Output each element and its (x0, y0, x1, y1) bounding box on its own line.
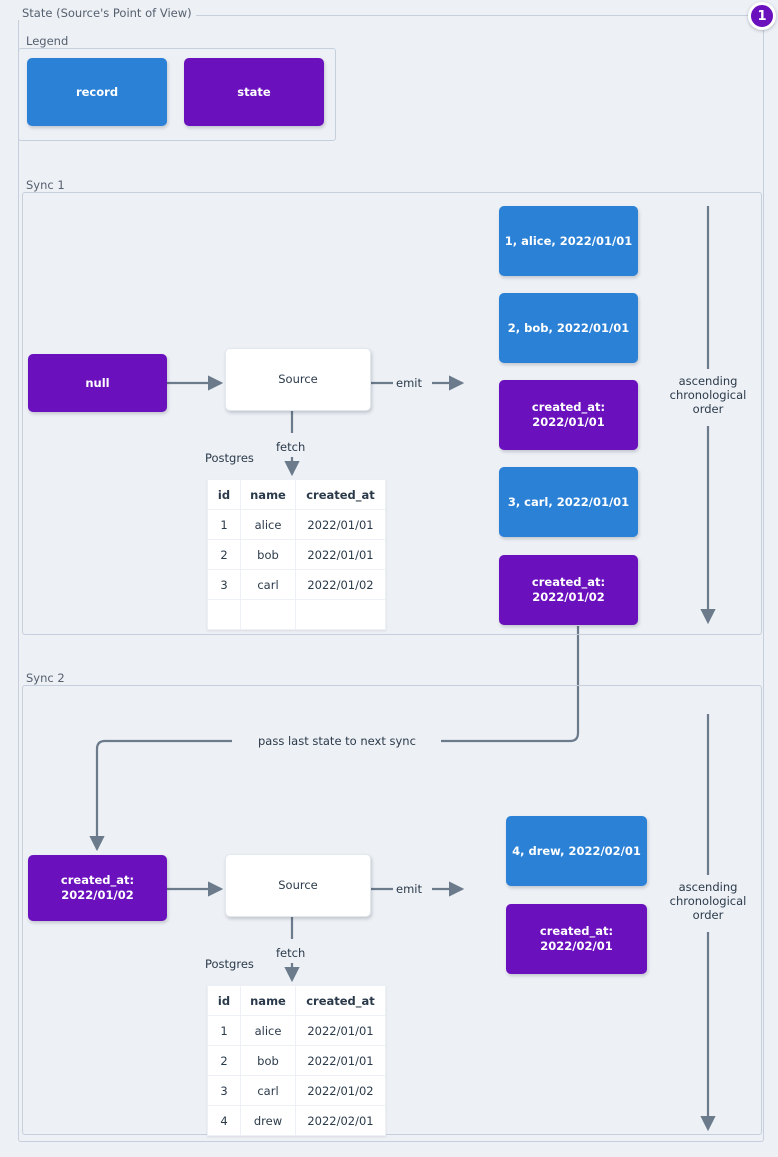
sync1-label: Sync 1 (22, 178, 69, 192)
sync1-emitted-state-1: created_at: 2022/01/01 (499, 380, 638, 450)
table-row (207, 599, 386, 630)
cell-name: alice (240, 509, 296, 540)
sync2-order-label: ascending chronological order (669, 880, 747, 922)
cell-created-at: 2022/01/02 (295, 569, 386, 600)
sync1-emitted-state-1-line2: 2022/01/01 (532, 415, 605, 429)
sync2-source-node: Source (225, 854, 371, 917)
table-row: 3 carl 2022/01/02 (207, 1075, 386, 1106)
step-badge: 1 (748, 2, 776, 30)
cell-id: 1 (207, 509, 241, 540)
table-row: 1 alice 2022/01/01 (207, 1015, 386, 1046)
cell-id: 3 (207, 569, 241, 600)
sync1-emitted-record-1: 1, alice, 2022/01/01 (499, 206, 638, 276)
legend-item-record-label: record (75, 84, 119, 99)
sync2-emit-label: emit (396, 882, 422, 896)
cell-created-at: 2022/01/01 (295, 1015, 386, 1046)
sync1-col-id: id (207, 479, 241, 510)
cell-name: drew (240, 1105, 296, 1136)
sync1-emitted-record-2: 2, bob, 2022/01/01 (499, 293, 638, 363)
page-title: State (Source's Point of View) (18, 6, 196, 20)
cell-created-at: 2022/01/02 (295, 1075, 386, 1106)
sync1-fetch-label: fetch (276, 440, 306, 454)
sync1-db-label: Postgres (205, 451, 254, 465)
sync1-frame (22, 192, 762, 635)
state-diagram-frame (18, 15, 764, 1142)
cell-name: bob (240, 539, 296, 570)
pass-state-label: pass last state to next sync (258, 734, 416, 748)
cell-id: 2 (207, 1045, 241, 1076)
sync1-emitted-state-2-line1: created_at: (531, 575, 606, 589)
sync2-input-state-line1: created_at: (60, 873, 135, 887)
sync1-col-created-at: created_at (295, 479, 386, 510)
table-row: 2 bob 2022/01/01 (207, 539, 386, 570)
cell-created-at: 2022/01/01 (295, 509, 386, 540)
sync1-emitted-record-3: 3, carl, 2022/01/01 (499, 467, 638, 537)
sync2-fetch-label: fetch (276, 946, 306, 960)
sync1-emitted-record-2-label: 2, bob, 2022/01/01 (507, 320, 630, 335)
sync1-emitted-record-3-label: 3, carl, 2022/01/01 (507, 494, 630, 509)
sync2-col-id: id (207, 985, 241, 1016)
table-row: 1 alice 2022/01/01 (207, 509, 386, 540)
sync1-input-state-label: null (85, 375, 110, 390)
sync1-emitted-state-2: created_at: 2022/01/02 (499, 555, 638, 625)
cell-id (207, 599, 241, 630)
cell-name: bob (240, 1045, 296, 1076)
sync1-postgres-table: id name created_at 1 alice 2022/01/01 2 … (207, 479, 386, 630)
cell-id: 2 (207, 539, 241, 570)
sync1-source-label: Source (278, 372, 318, 386)
sync2-source-label: Source (278, 878, 318, 892)
cell-name (240, 599, 296, 630)
sync1-col-name: name (240, 479, 296, 510)
sync1-emit-label: emit (396, 376, 422, 390)
sync2-input-state: created_at: 2022/01/02 (28, 855, 167, 921)
sync2-input-state-line2: 2022/01/02 (61, 888, 134, 902)
cell-name: alice (240, 1015, 296, 1046)
legend-label: Legend (22, 34, 73, 48)
cell-created-at: 2022/02/01 (295, 1105, 386, 1136)
cell-created-at: 2022/01/01 (295, 539, 386, 570)
sync2-col-created-at: created_at (295, 985, 386, 1016)
sync2-db-label: Postgres (205, 957, 254, 971)
table-row: 2 bob 2022/01/01 (207, 1045, 386, 1076)
cell-name: carl (240, 1075, 296, 1106)
sync1-order-label: ascending chronological order (669, 374, 747, 416)
legend-item-state-label: state (237, 84, 271, 99)
sync2-emitted-record-1: 4, drew, 2022/02/01 (506, 816, 647, 886)
sync1-emitted-state-2-line2: 2022/01/02 (532, 590, 605, 604)
sync1-input-state: null (28, 354, 167, 412)
sync2-col-name: name (240, 985, 296, 1016)
cell-id: 3 (207, 1075, 241, 1106)
table-row: 4 drew 2022/02/01 (207, 1105, 386, 1136)
cell-created-at: 2022/01/01 (295, 1045, 386, 1076)
table-header-row: id name created_at (207, 985, 386, 1016)
legend-item-state: state (184, 58, 324, 126)
sync1-source-node: Source (225, 348, 371, 411)
cell-created-at (295, 599, 386, 630)
sync2-emitted-state-1-line1: created_at: (539, 924, 614, 938)
table-row: 3 carl 2022/01/02 (207, 569, 386, 600)
sync2-label: Sync 2 (22, 671, 69, 685)
table-header-row: id name created_at (207, 479, 386, 510)
sync2-postgres-table: id name created_at 1 alice 2022/01/01 2 … (207, 985, 386, 1136)
sync2-frame (22, 685, 762, 1135)
sync2-emitted-record-1-label: 4, drew, 2022/02/01 (512, 843, 641, 858)
sync2-emitted-state-1-line2: 2022/02/01 (540, 939, 613, 953)
cell-name: carl (240, 569, 296, 600)
sync2-emitted-state-1: created_at: 2022/02/01 (506, 904, 647, 974)
cell-id: 4 (207, 1105, 241, 1136)
legend-item-record: record (27, 58, 167, 126)
legend-frame (18, 48, 336, 141)
sync1-emitted-state-1-line1: created_at: (531, 400, 606, 414)
cell-id: 1 (207, 1015, 241, 1046)
sync1-emitted-record-1-label: 1, alice, 2022/01/01 (504, 233, 633, 248)
